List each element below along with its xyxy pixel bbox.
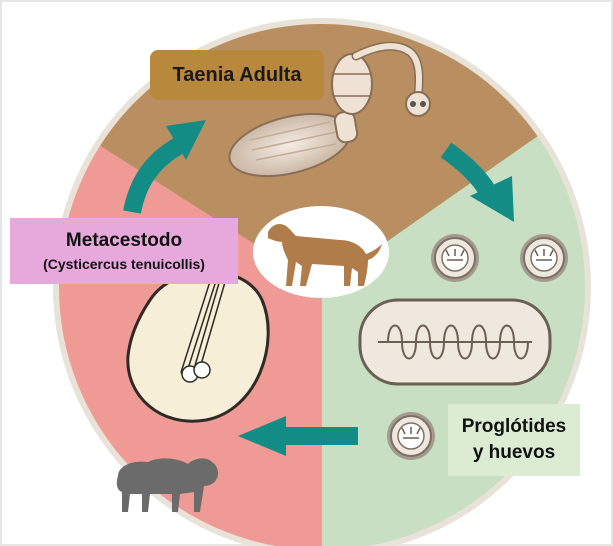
metacestode-sublabel-text: (Cysticercus tenuicollis) [43,256,205,272]
stage-label-proglottids: Proglótides y huevos [448,404,580,476]
egg-2 [520,234,568,282]
stage-label-metacestode: Metacestodo (Cysticercus tenuicollis) [10,218,238,284]
stage-label-adult: Taenia Adulta [150,50,324,100]
egg-3 [387,412,435,460]
egg-1 [431,234,479,282]
definitive-host-dog [253,206,389,298]
gravid-proglottid-uterus [360,300,550,384]
proglottids-label-line1: Proglótides [462,414,567,440]
proglottids-label-line2: y huevos [473,440,555,466]
adult-label-text: Taenia Adulta [173,64,302,87]
scolex [406,92,430,116]
metacestode-label-text: Metacestodo [66,230,182,252]
